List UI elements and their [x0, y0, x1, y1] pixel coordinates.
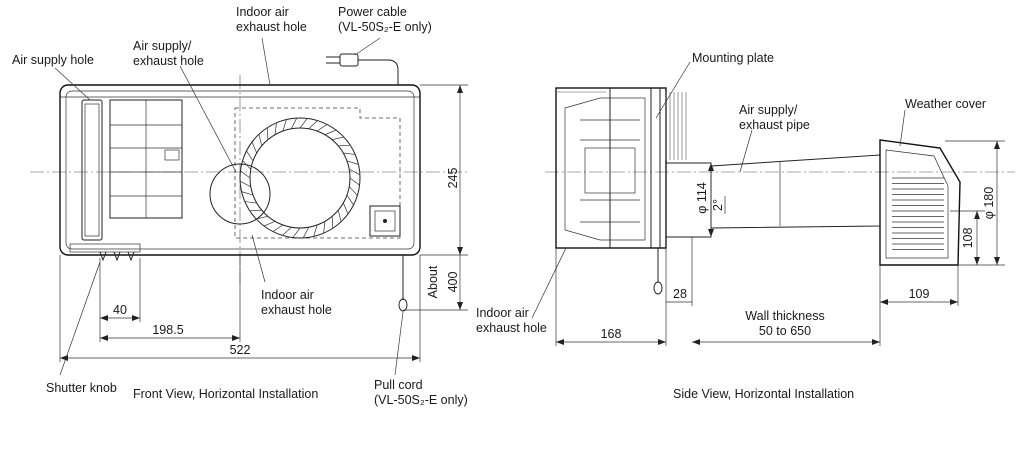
- label-pipe-2: exhaust pipe: [739, 118, 810, 132]
- dim-245: 245: [446, 168, 460, 189]
- dim-phi180: φ 180: [982, 187, 996, 219]
- label-power-cable-1: Power cable: [338, 5, 407, 19]
- leader-pipe: [739, 129, 753, 173]
- label-weather-cover: Weather cover: [905, 97, 986, 111]
- side-body: [555, 87, 667, 249]
- label-exhaust-bottom-2: exhaust hole: [261, 303, 332, 317]
- air-supply-hole-slot: [81, 99, 103, 241]
- leader-air-supply: [54, 67, 91, 101]
- label-pipe-1: Air supply/: [739, 103, 798, 117]
- weather-cover: [879, 139, 961, 266]
- air-supply-hole-inner: [84, 103, 100, 237]
- wall-section: [665, 92, 687, 160]
- shutter-knobs: [99, 251, 135, 262]
- power-plug: [339, 53, 359, 67]
- label-pull-cord-1: Pull cord: [374, 378, 423, 392]
- front-fan-circle-outer: [239, 117, 361, 239]
- leader-pull-cord: [394, 311, 404, 376]
- label-wall-thickness-1: Wall thickness: [745, 309, 824, 323]
- dim-109: 109: [909, 287, 930, 301]
- dim-108: 108: [961, 228, 975, 249]
- front-view-caption: Front View, Horizontal Installation: [133, 387, 318, 401]
- label-exhaust-top-2: exhaust hole: [236, 20, 307, 34]
- front-view: Air supply hole Air supply/ exhaust hole…: [12, 5, 470, 407]
- shutter-knob-bar: [69, 243, 141, 253]
- label-shutter-knob: Shutter knob: [46, 381, 117, 395]
- label-exhaust-bottom-1: Indoor air: [261, 288, 314, 302]
- label-air-supply-hole: Air supply hole: [12, 53, 94, 67]
- dim-phi114: φ 114: [695, 182, 709, 214]
- label-pull-cord-2: (VL-50S₂-E only): [374, 393, 468, 407]
- leader-shutter-knob: [59, 261, 101, 376]
- leader-exhaust-bottom: [251, 234, 266, 283]
- air-supply-exhaust-circle: [209, 163, 271, 225]
- label-supply-exhaust-2: exhaust hole: [133, 54, 204, 68]
- dim-2deg: 2°: [711, 199, 725, 211]
- air-supply-exhaust-pipe: [710, 154, 881, 229]
- leader-exhaust-top: [261, 37, 271, 86]
- label-mounting-plate: Mounting plate: [692, 51, 774, 65]
- label-side-exhaust-1: Indoor air: [476, 306, 529, 320]
- weather-cover-fins: [892, 177, 944, 250]
- dim-168: 168: [601, 327, 622, 341]
- leader-side-exhaust: [531, 247, 567, 319]
- dim-40: 40: [113, 303, 127, 317]
- leader-power-cable: [354, 37, 381, 56]
- leader-mounting-plate: [655, 61, 691, 119]
- power-cable: [358, 59, 399, 85]
- terminal-box: [369, 205, 401, 237]
- label-supply-exhaust-1: Air supply/: [133, 39, 192, 53]
- front-body-inner: [65, 90, 415, 250]
- dim-28: 28: [673, 287, 687, 301]
- dim-about: About: [426, 265, 440, 298]
- label-power-cable-2: (VL-50S₂-E only): [338, 20, 432, 34]
- side-view: Mounting plate Air supply/ exhaust pipe …: [476, 51, 1015, 401]
- indoor-exhaust-outline: [234, 107, 401, 239]
- label-exhaust-top-1: Indoor air: [236, 5, 289, 19]
- front-fan-blades: [239, 117, 361, 239]
- side-view-caption: Side View, Horizontal Installation: [673, 387, 854, 401]
- leader-supply-exhaust: [179, 65, 237, 173]
- leader-weather-cover: [899, 109, 906, 147]
- label-side-exhaust-2: exhaust hole: [476, 321, 547, 335]
- dim-198: 198.5: [152, 323, 183, 337]
- dim-522: 522: [230, 343, 251, 357]
- label-wall-thickness-2: 50 to 650: [759, 324, 811, 338]
- dim-400: 400: [446, 272, 460, 293]
- pull-cord-knob: [398, 298, 408, 312]
